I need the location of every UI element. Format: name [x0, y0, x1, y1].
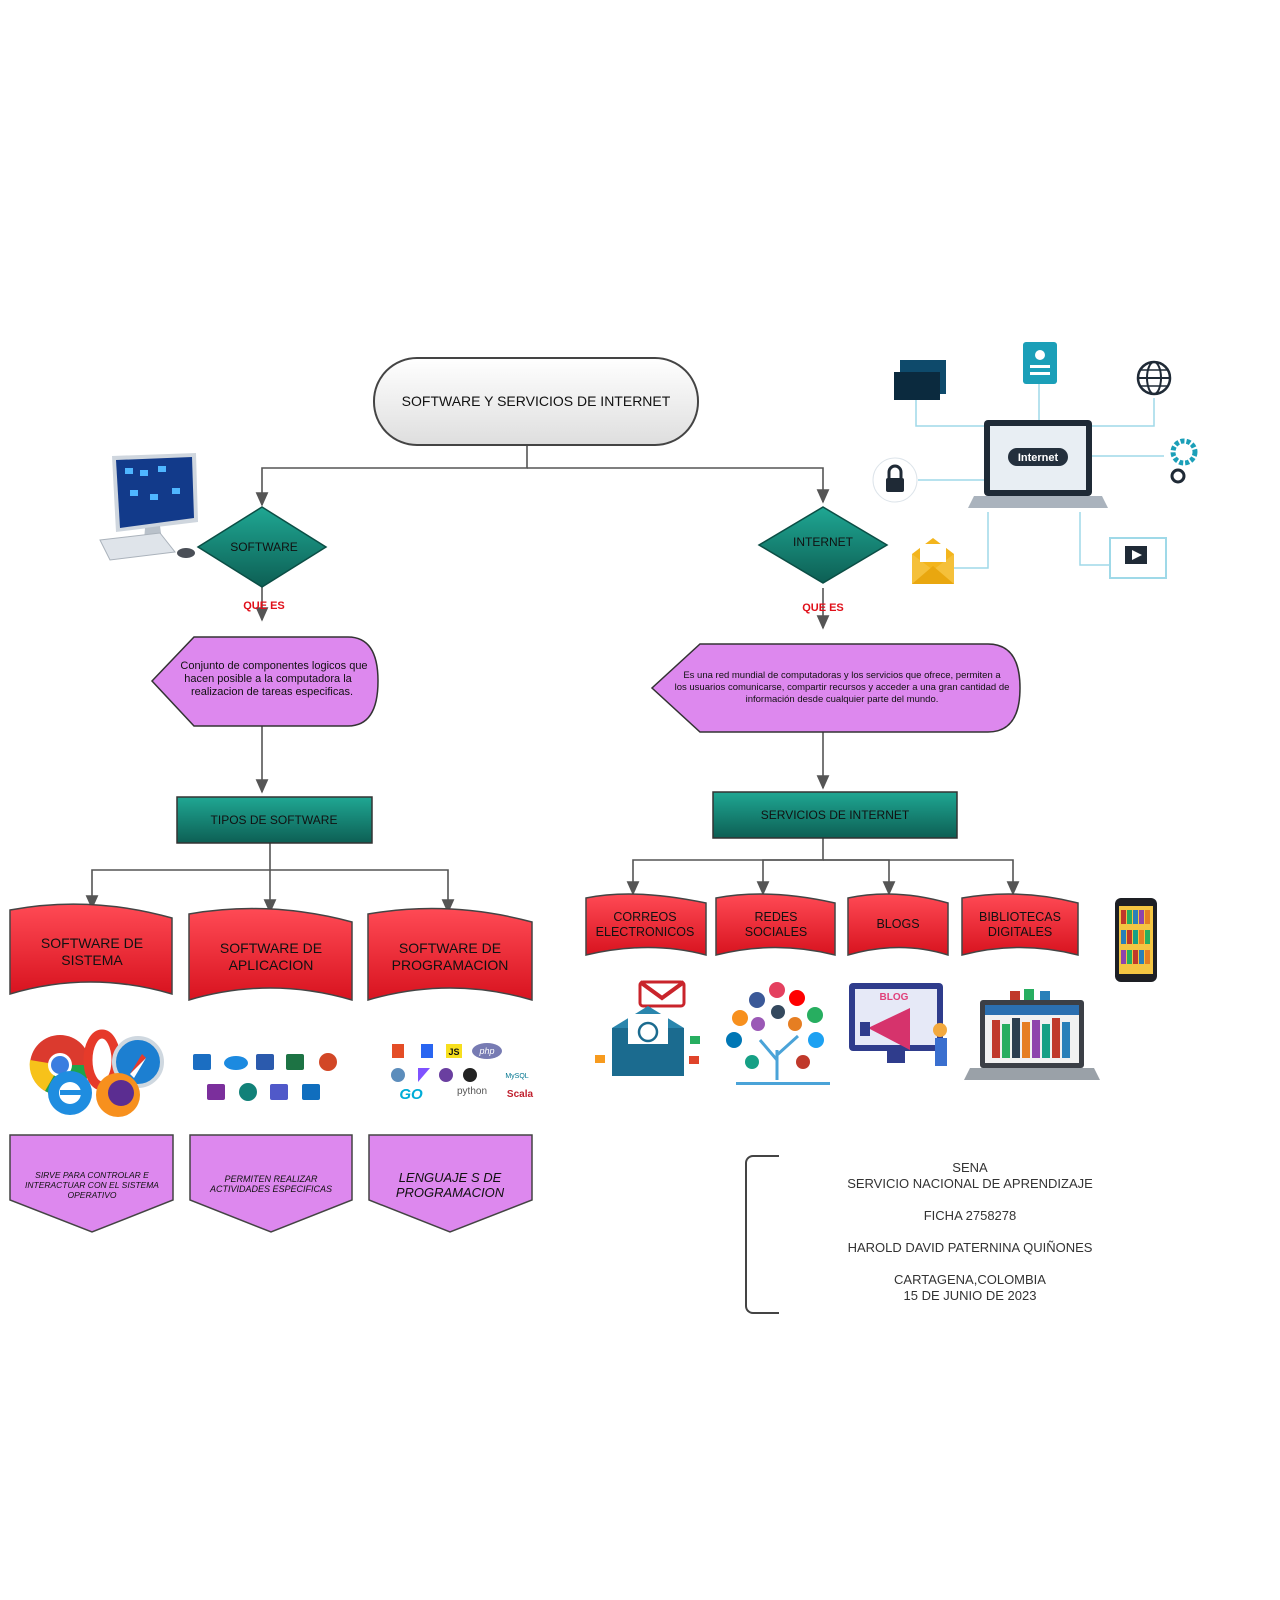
footer-line: CARTAGENA,COLOMBIA [894, 1272, 1046, 1287]
footer-line: 15 DE JUNIO DE 2023 [903, 1288, 1037, 1303]
desktop-computer-icon [99, 453, 198, 561]
svg-text:realizacion de tareas especifi: realizacion de tareas especificas. [191, 686, 353, 698]
type-label-line: PROGRAMACION [392, 957, 509, 973]
svg-text:Conjunto de componentes logico: Conjunto de componentes logicos que [180, 660, 367, 672]
gmail-icon [595, 980, 700, 1076]
type-label-line: SOFTWARE DE [220, 940, 322, 956]
internet-decision-label: INTERNET [793, 535, 854, 549]
footer-line [745, 1192, 1195, 1208]
desc-sistema: SIRVE PARA CONTROLAR E INTERACTUAR CON E… [9, 1134, 174, 1233]
service-bibliotecas: BIBLIOTECAS DIGITALES [961, 893, 1079, 956]
internet-decision: INTERNET [757, 506, 889, 584]
desc-aplicacion: PERMITEN REALIZAR ACTIVIDADES ESPECIFICA… [189, 1134, 353, 1233]
globe-icon [1136, 360, 1172, 396]
software-definition: Conjunto de componentes logicos que hace… [150, 636, 379, 727]
internet-def-line: Es una red mundial de computadoras y los… [683, 670, 1001, 681]
social-network-tree-icon [726, 982, 830, 1085]
footer-line: SERVICIO NACIONAL DE APRENDIZAJE [847, 1176, 1093, 1191]
lock-icon [872, 457, 918, 503]
desc-line: LENGUAJE S DE [399, 1170, 502, 1185]
service-label-line: SOCIALES [745, 925, 808, 939]
desc-line: ACTIVIDADES ESPECIFICAS [209, 1184, 332, 1194]
service-redes: REDES SOCIALES [715, 893, 836, 956]
envelope-icon [912, 538, 954, 584]
desc-line: SIRVE PARA CONTROLAR E [35, 1170, 149, 1180]
python-logo-text: python [457, 1086, 487, 1097]
type-label-line: SISTEMA [61, 952, 123, 968]
software-type-programacion: SOFTWARE DE PROGRAMACION [367, 907, 533, 1002]
service-label-line: DIGITALES [988, 925, 1052, 939]
internet-def-line: los usuarios comunicarse, compartir recu… [675, 682, 1010, 693]
service-label-line: BIBLIOTECAS [979, 910, 1061, 924]
footer-info: SENA SERVICIO NACIONAL DE APRENDIZAJE FI… [745, 1160, 1195, 1304]
servicios-de-internet-node: SERVICIOS DE INTERNET [712, 791, 958, 839]
internet-network-illustration: Internet [872, 342, 1198, 584]
footer-bracket [745, 1155, 779, 1314]
internet-definition: Es una red mundial de computadoras y los… [650, 643, 1021, 733]
footer-line: FICHA 2758278 [923, 1208, 1017, 1223]
id-card-icon [1023, 342, 1057, 384]
blog-badge-label: BLOG [880, 992, 909, 1003]
desc-line: INTERACTUAR CON EL SISTEMA [25, 1180, 159, 1190]
ebook-phone-icon [1115, 898, 1157, 982]
title-node: SOFTWARE Y SERVICIOS DE INTERNET [373, 357, 699, 446]
internet-laptop-icon: Internet [968, 420, 1108, 508]
service-correos: CORREOS ELECTRONICOS [585, 893, 707, 956]
software-type-sistema: SOFTWARE DE SISTEMA [9, 903, 173, 996]
desc-programacion: LENGUAJE S DE PROGRAMACION [368, 1134, 533, 1233]
gear-icon [1170, 438, 1198, 484]
footer-line: SENA [952, 1160, 988, 1175]
scala-logo-text: Scala [507, 1089, 534, 1100]
mysql-logo-text: MySQL [505, 1073, 528, 1080]
software-type-aplicacion: SOFTWARE DE APLICACION [188, 907, 353, 1002]
footer-line [745, 1256, 1195, 1272]
go-logo-text: GO [399, 1086, 423, 1103]
service-label-line: CORREOS [613, 910, 676, 924]
folder-icon [894, 360, 946, 400]
software-def-line: hacen posible a la computadora la [184, 673, 352, 685]
js-logo-text: JS [448, 1047, 459, 1057]
type-label-line: SOFTWARE DE [399, 940, 501, 956]
digital-library-laptop-icon [964, 989, 1100, 1080]
desc-line: PROGRAMACION [396, 1185, 505, 1200]
title-text: SOFTWARE Y SERVICIOS DE INTERNET [402, 393, 671, 409]
desc-line: PERMITEN REALIZAR [224, 1174, 318, 1184]
tipos-de-software-label: TIPOS DE SOFTWARE [211, 813, 338, 827]
footer-line [745, 1224, 1195, 1240]
software-decision-label: SOFTWARE [230, 540, 298, 554]
browser-logos-icon [29, 1029, 164, 1117]
service-label-line: REDES [754, 910, 797, 924]
software-def-line: Conjunto de componentes logicos que [180, 660, 367, 672]
software-def-line: realizacion de tareas especificas. [191, 686, 353, 698]
software-que-es: QUE ES [243, 600, 285, 612]
footer-line: HAROLD DAVID PATERNINA QUIÑONES [847, 1240, 1093, 1255]
type-label-line: APLICACION [229, 957, 314, 973]
laptop-internet-label: Internet [1018, 452, 1059, 464]
desc-line: OPERATIVO [68, 1190, 117, 1200]
service-blogs: BLOGS [847, 893, 949, 957]
internet-def-line: información desde cualquier parte del mu… [746, 694, 939, 705]
tipos-de-software-node: TIPOS DE SOFTWARE [176, 796, 373, 844]
servicios-de-internet-label: SERVICIOS DE INTERNET [761, 808, 910, 822]
php-logo-text: php [478, 1046, 494, 1056]
internet-que-es: QUE ES [802, 602, 844, 614]
office-apps-icon [193, 1053, 337, 1101]
service-label-line: BLOGS [876, 917, 919, 931]
service-label-line: ELECTRONICOS [596, 925, 695, 939]
programming-logos-icon: JS php GO python Scala MySQL [391, 1043, 534, 1103]
video-player-icon [1109, 537, 1167, 579]
blog-megaphone-icon: BLOG [849, 983, 947, 1066]
type-label-line: SOFTWARE DE [41, 935, 143, 951]
software-decision: SOFTWARE [196, 506, 328, 588]
svg-text:hacen posible a la computadora: hacen posible a la computadora la [184, 673, 352, 685]
